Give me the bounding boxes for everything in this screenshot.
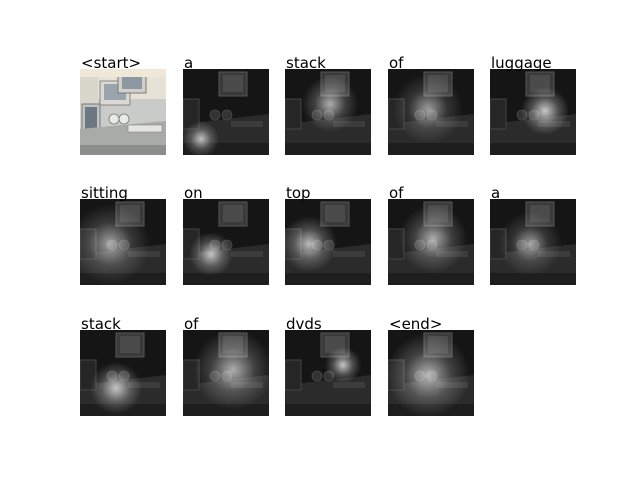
attention-panel: a [490, 184, 576, 285]
attention-panel: dvds [285, 315, 371, 416]
caption-word: a [491, 184, 501, 202]
caption-word: a [184, 54, 194, 72]
attention-panel: a [183, 54, 269, 155]
caption-word: on [184, 184, 203, 202]
caption-word: of [389, 54, 404, 72]
caption-word: of [184, 315, 199, 333]
caption-word: stack [286, 54, 326, 72]
attention-map [183, 199, 269, 285]
attention-panel: on [183, 184, 269, 285]
attention-map [490, 69, 576, 155]
source-photo [80, 69, 166, 155]
attention-panel: top [285, 184, 371, 285]
attention-panel: of [388, 184, 474, 285]
attention-map [388, 199, 474, 285]
caption-word: <start> [81, 54, 142, 72]
attention-map [183, 69, 269, 155]
attention-map [388, 69, 474, 155]
attention-map [285, 199, 371, 285]
attention-panel: <start> [80, 54, 166, 155]
caption-word: <end> [389, 315, 443, 333]
attention-panel: of [388, 54, 474, 155]
attention-panel: stack [80, 315, 166, 416]
attention-panel: stack [285, 54, 371, 155]
caption-word: top [286, 184, 311, 202]
attention-panel: luggage [490, 54, 576, 155]
attention-map [285, 330, 371, 416]
attention-panel: sitting [80, 184, 166, 285]
caption-word: dvds [286, 315, 322, 333]
caption-word: luggage [491, 54, 552, 72]
attention-panel: of [183, 315, 269, 416]
attention-map [183, 330, 269, 416]
attention-map [490, 199, 576, 285]
attention-map [285, 69, 371, 155]
caption-word: of [389, 184, 404, 202]
caption-word: sitting [81, 184, 128, 202]
attention-panel: <end> [388, 315, 474, 416]
attention-map [388, 330, 474, 416]
attention-map [80, 330, 166, 416]
caption-word: stack [81, 315, 121, 333]
attention-map [80, 199, 166, 285]
